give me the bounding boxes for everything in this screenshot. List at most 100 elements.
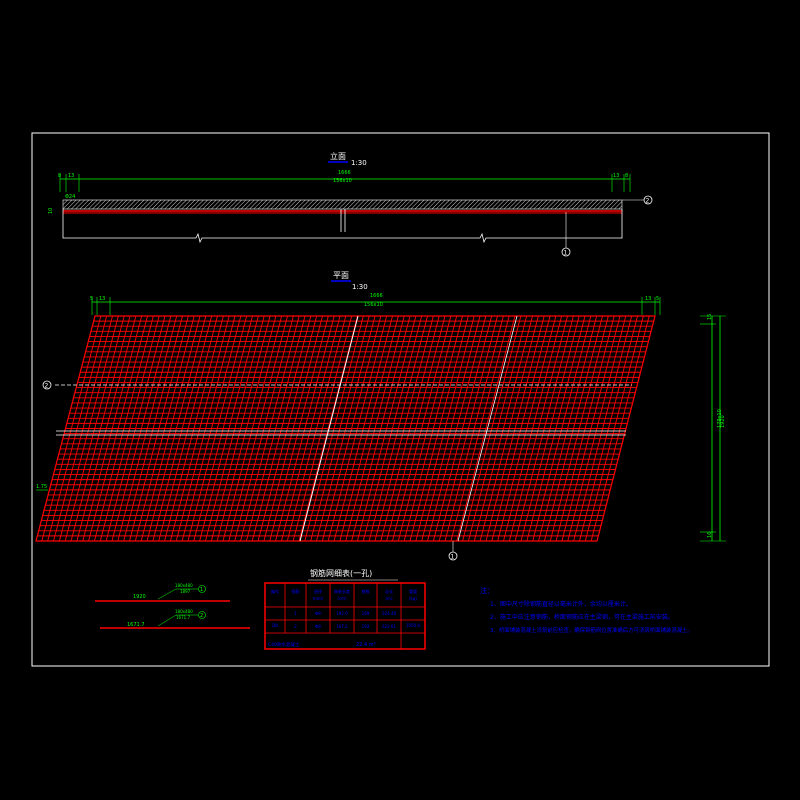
- plan-dim-total: 1666: [370, 293, 383, 299]
- mesh-transverse-bar: [450, 315, 510, 542]
- table-cell: 1: [294, 611, 297, 616]
- mesh-transverse-bar: [158, 315, 218, 542]
- mesh-transverse-bar: [427, 315, 487, 542]
- table-cell: 1050.6: [406, 623, 420, 628]
- mesh-transverse-bar: [561, 315, 621, 542]
- mesh-transverse-bar: [421, 315, 481, 542]
- mesh-transverse-bar: [281, 315, 341, 542]
- mesh-transverse-bar: [549, 315, 609, 542]
- mesh-transverse-bar: [193, 315, 253, 542]
- table-cell: 324.48: [382, 611, 396, 616]
- mesh-transverse-bar: [310, 315, 370, 542]
- mesh-transverse-bar: [216, 315, 277, 542]
- bar-1-tag: 1: [200, 587, 203, 593]
- table-header-cell: (m): [385, 596, 392, 601]
- mesh-transverse-bar: [257, 315, 318, 542]
- bar-2-length: 1671.7: [127, 622, 145, 628]
- mesh-transverse-bar: [397, 315, 458, 542]
- bar-1-leader: [157, 588, 177, 600]
- plan-panel-joint-2: [457, 315, 518, 542]
- bar-2-spec: 180x480: [175, 609, 193, 614]
- mesh-transverse-bar: [485, 315, 545, 542]
- mesh-transverse-bar: [117, 315, 178, 542]
- table-cell: 192.0: [336, 611, 348, 616]
- mesh-transverse-bar: [70, 315, 131, 542]
- elevation-dim-right-b: 8: [625, 173, 628, 179]
- mesh-transverse-bar: [234, 315, 294, 542]
- mesh-transverse-bar: [508, 315, 568, 542]
- table-header-cell: (mm): [313, 596, 324, 601]
- mesh-transverse-bar: [240, 315, 300, 542]
- rebar-table: 钢筋网细表(一孔) 编号钢筋直径(mm)每根长度(cm)根数总长(m)重量(kg…: [264, 568, 426, 650]
- mesh-transverse-bar: [111, 315, 172, 542]
- table-header-cell: (kg): [409, 596, 417, 601]
- mesh-transverse-bar: [468, 315, 528, 542]
- mesh-transverse-bar: [99, 315, 160, 542]
- mesh-transverse-bar: [222, 315, 283, 542]
- elevation-thickness-label: 10: [48, 208, 54, 214]
- mesh-transverse-bar: [58, 315, 119, 542]
- table-cell: 2: [294, 624, 297, 629]
- mesh-transverse-bar: [590, 315, 650, 542]
- mesh-transverse-bar: [41, 315, 102, 542]
- bar-1-len2: 1897: [180, 589, 191, 594]
- mesh-transverse-bar: [514, 315, 574, 542]
- mesh-transverse-bar: [473, 315, 533, 542]
- table-cell: 322.61: [382, 624, 396, 629]
- mesh-transverse-bar: [298, 315, 358, 542]
- plan-view: 平面 1:30 1666 156x10 5 13 13 5 2 1 1.75: [35, 271, 726, 561]
- plan-title: 平面: [333, 271, 349, 280]
- plan-dim-right-a: 13: [645, 296, 651, 302]
- mesh-transverse-bar: [403, 315, 463, 542]
- elevation-girder-outline: [62, 209, 623, 244]
- mesh-transverse-bar: [140, 315, 201, 542]
- mesh-transverse-bar: [53, 315, 113, 542]
- table-header-cell: (cm): [337, 596, 347, 601]
- mesh-transverse-bar: [345, 315, 405, 542]
- plan-callout-2-text: 2: [45, 383, 49, 390]
- bar-1-tag-circle: [198, 585, 206, 593]
- plan-dim-left-b: 13: [99, 296, 105, 302]
- mesh-transverse-bar: [573, 315, 633, 542]
- mesh-transverse-bar: [351, 315, 411, 542]
- mesh-transverse-bar: [164, 315, 224, 542]
- plan-panel-joint-1: [299, 315, 359, 542]
- elevation-phi-label: Φ24: [65, 194, 75, 200]
- mesh-transverse-bar: [316, 315, 376, 542]
- mesh-transverse-bar: [520, 315, 580, 542]
- mesh-transverse-bar: [187, 315, 248, 542]
- drawing-frame: [31, 132, 770, 667]
- mesh-transverse-bar: [321, 315, 382, 542]
- mesh-transverse-bar: [94, 315, 154, 542]
- elevation-dim-right-a: 13: [613, 173, 619, 179]
- mesh-transverse-bar: [415, 315, 475, 542]
- plan-callout-2-circle: [42, 380, 52, 390]
- mesh-transverse-bar: [362, 315, 423, 542]
- plan-right-dim-bottom: 16: [707, 532, 713, 538]
- mesh-transverse-bar: [538, 315, 598, 542]
- bar-2-tag-circle: [198, 611, 206, 619]
- mesh-transverse-bar: [497, 315, 557, 542]
- mesh-transverse-bar: [456, 315, 516, 542]
- plan-right-dim-mid: 179x10: [717, 409, 723, 428]
- plan-right-dim-top: 15: [707, 314, 713, 320]
- plan-left-label: 1.75: [36, 484, 47, 490]
- elevation-view: 立面 1:30 1666 156x10 8 13 13 8 Φ24 10: [48, 151, 653, 257]
- plan-dim-spacing: 156x10: [364, 302, 383, 308]
- mesh-transverse-bar: [356, 315, 417, 542]
- table-grid: [265, 583, 425, 649]
- table-header-cell: 根数: [362, 588, 370, 594]
- table-cell: Φ8: [315, 624, 321, 629]
- elevation-callout-2-circle: [643, 195, 653, 205]
- table-footer-label: C40防水混凝土: [268, 641, 300, 648]
- mesh-transverse-bar: [105, 315, 166, 542]
- bar-1-length: 1920: [133, 594, 146, 600]
- mesh-transverse-bar: [386, 315, 446, 542]
- table-border: [264, 582, 426, 650]
- plan-callout-1-text: 1: [451, 554, 455, 561]
- mesh-transverse-bar: [304, 315, 364, 542]
- mesh-transverse-bar: [503, 315, 563, 542]
- bar-1-spec: 180x480: [175, 583, 193, 588]
